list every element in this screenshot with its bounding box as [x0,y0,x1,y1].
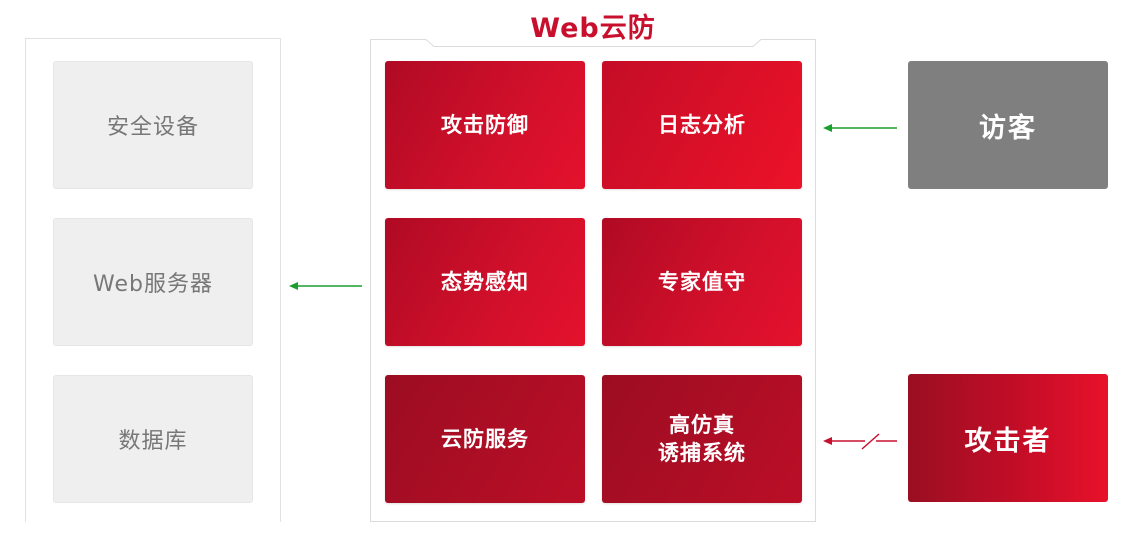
arrow-visitor-to-cloud [823,124,897,132]
actor-attacker-label: 攻击者 [964,425,1052,457]
arrow-attacker-blocked [823,433,897,450]
tile-log-analysis: 日志分析 [602,61,802,189]
server-web-server: Web服务器 [53,218,253,346]
actor-attacker: 攻击者 [908,374,1108,502]
actor-visitor-label: 访客 [979,112,1037,144]
server-security-device-label: 安全设备 [106,115,199,140]
server-web-server-label: Web服务器 [93,272,213,297]
tile-attack-defense: 攻击防御 [385,61,585,189]
tile-expert-on-duty-label: 专家值守 [658,270,746,294]
actor-visitor: 访客 [908,61,1108,189]
tile-honeypot-system-line1: 高仿真 [669,413,735,437]
tile-attack-defense-label: 攻击防御 [441,113,529,137]
tile-situation-awareness-label: 态势感知 [441,270,529,294]
arrow-cloud-to-servers [289,282,362,290]
tile-log-analysis-label: 日志分析 [658,113,746,137]
tile-situation-awareness: 态势感知 [385,218,585,346]
server-security-device: 安全设备 [53,61,253,189]
tile-cloud-defense-service-label: 云防服务 [441,427,529,451]
tile-honeypot-system-line2: 诱捕系统 [658,441,746,465]
tile-honeypot-system: 高仿真 诱捕系统 [602,375,802,503]
server-database-label: 数据库 [118,429,188,454]
server-database: 数据库 [53,375,253,503]
tile-expert-on-duty: 专家值守 [602,218,802,346]
cloud-title: Web云防 [530,13,656,44]
tile-cloud-defense-service: 云防服务 [385,375,585,503]
